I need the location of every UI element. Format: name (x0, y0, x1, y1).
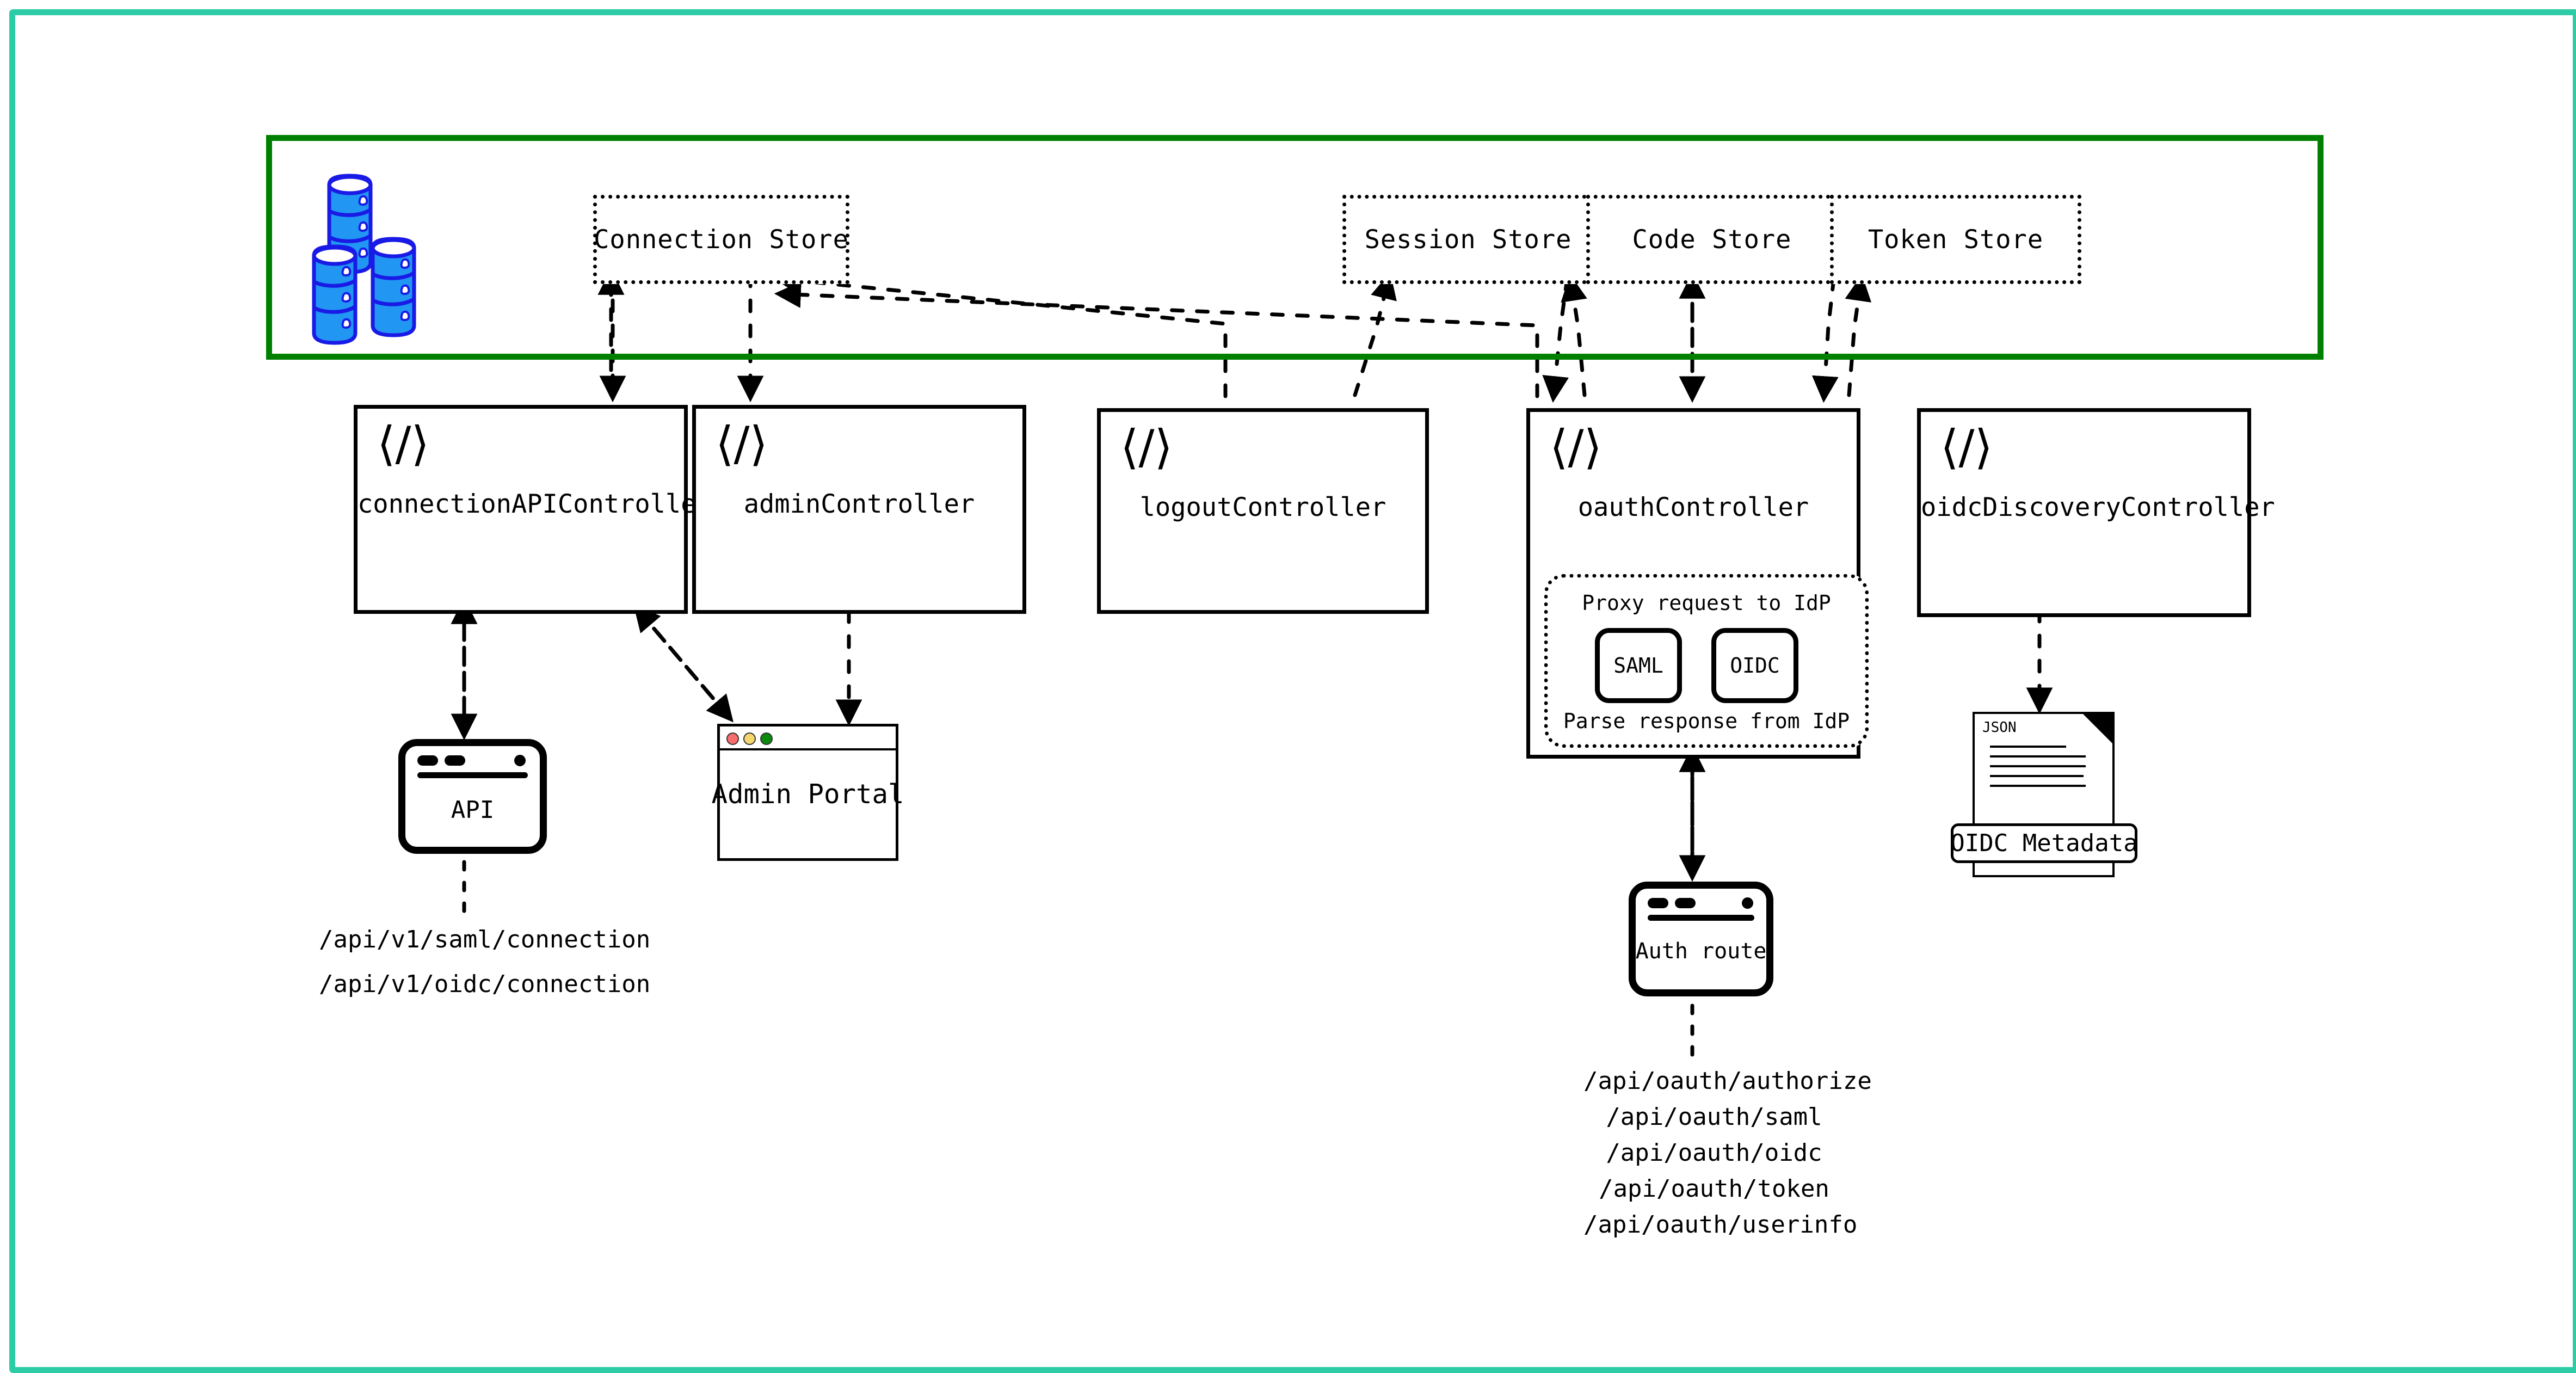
controller-connection-api[interactable]: ⟨/⟩ connectionAPIController (354, 405, 712, 614)
page-fold-icon (2082, 713, 2113, 744)
edge-logout-to-connection-store (772, 267, 1228, 398)
window-dot-1 (1648, 898, 1668, 908)
route-item: /api/oauth/saml (1606, 1103, 1822, 1131)
connection-routes-list: /api/v1/saml/connection /api/v1/oidc/con… (319, 928, 650, 1017)
route-item: /api/oauth/oidc (1606, 1139, 1822, 1167)
protocol-chip-oidc[interactable]: OIDC (1711, 628, 1798, 703)
controller-admin[interactable]: ⟨/⟩ adminController (692, 405, 1026, 614)
route-item: /api/v1/oidc/connection (319, 970, 651, 998)
edge-admin-portal-to-connapi (633, 604, 731, 719)
doc-line (1990, 785, 2086, 787)
store-code-label: Code Store (1632, 224, 1792, 255)
traffic-light-close-icon[interactable] (726, 732, 739, 745)
code-icon: ⟨/⟩ (716, 417, 768, 471)
edge-oauth-up-token-store (1845, 274, 1872, 397)
protocol-chip-oidc-label: OIDC (1730, 654, 1780, 678)
traffic-light-minimize-icon[interactable] (743, 732, 756, 745)
idp-proxy-request-label: Proxy request to IdP (1582, 591, 1831, 615)
window-divider (1648, 915, 1754, 921)
code-icon: ⟨/⟩ (1120, 420, 1173, 475)
code-icon: ⟨/⟩ (1550, 420, 1603, 475)
route-item: /api/oauth/token (1599, 1175, 1829, 1203)
oidc-metadata-label: OIDC Metadata (1950, 829, 2138, 857)
admin-portal-label: Admin Portal (711, 779, 904, 810)
controller-admin-label: adminController (743, 489, 975, 519)
api-browser-window[interactable]: API (398, 739, 547, 854)
window-dot-1 (417, 755, 438, 766)
code-icon: ⟨/⟩ (377, 417, 430, 471)
edge-session-store-to-oauth (1542, 276, 1569, 403)
route-item: /api/oauth/authorize (1583, 1067, 1872, 1095)
window-titlebar (720, 726, 896, 750)
controller-oauth-label: oauthController (1577, 492, 1809, 522)
window-divider (417, 772, 528, 778)
controller-oidc-discovery[interactable]: ⟨/⟩ oidcDiscoveryController (1917, 408, 2275, 617)
edge-logout-to-session-store (1353, 272, 1397, 397)
traffic-light-zoom-icon[interactable] (760, 732, 773, 745)
doc-line (1990, 746, 2066, 748)
edge-oauth-to-connection-store (774, 281, 1539, 398)
doc-line (1990, 775, 2084, 777)
window-dot-3 (1742, 897, 1753, 909)
controller-logout[interactable]: ⟨/⟩ logoutController (1097, 408, 1429, 614)
store-token[interactable]: Token Store (1830, 195, 2081, 284)
doc-line (1990, 765, 2086, 767)
store-code[interactable]: Code Store (1586, 195, 1838, 284)
store-token-label: Token Store (1868, 224, 2044, 255)
oauth-routes-window[interactable]: OAuth routes (1629, 882, 1773, 996)
persistence-layer-container (266, 135, 2324, 360)
api-window-label: API (451, 796, 495, 824)
route-item: /api/v1/saml/connection (319, 926, 651, 953)
document-type-label: JSON (1982, 719, 2017, 736)
window-dot-3 (514, 755, 526, 766)
admin-portal-window[interactable]: Admin Portal (711, 724, 904, 861)
controller-connection-api-label: connectionAPIController (358, 489, 712, 519)
window-dot-2 (1675, 898, 1696, 908)
store-connection[interactable]: Connection Store (593, 195, 849, 284)
route-item: /api/oauth/userinfo (1583, 1211, 1858, 1239)
controller-logout-label: logoutController (1139, 492, 1386, 522)
protocol-chip-saml[interactable]: SAML (1595, 628, 1682, 703)
oauth-routes-label: OAuth routes (1629, 939, 1773, 964)
edge-token-store-to-oauth (1811, 276, 1839, 403)
edge-oauth-up-session-store (1561, 274, 1587, 397)
database-stack-icon (312, 174, 416, 345)
protocol-chip-saml-label: SAML (1613, 654, 1663, 678)
doc-line (1990, 755, 2086, 758)
idp-proxy-group: Proxy request to IdP SAML OIDC Parse res… (1544, 574, 1869, 748)
document-sheet: JSON (1973, 712, 2115, 842)
store-session-label: Session Store (1364, 224, 1572, 255)
oauth-routes-list: /api/oauth/authorize /api/oauth/saml /ap… (1583, 1067, 1872, 1249)
window-dot-2 (445, 755, 465, 766)
code-icon: ⟨/⟩ (1940, 420, 1993, 475)
idp-parse-response-label: Parse response from IdP (1563, 709, 1850, 733)
store-connection-label: Connection Store (594, 224, 849, 255)
store-session[interactable]: Session Store (1342, 195, 1594, 284)
oidc-metadata-document[interactable]: JSON (1973, 712, 2115, 877)
oidc-metadata-label-pill[interactable]: OIDC Metadata (1950, 823, 2138, 863)
controller-oidc-discovery-label: oidcDiscoveryController (1921, 492, 2275, 522)
